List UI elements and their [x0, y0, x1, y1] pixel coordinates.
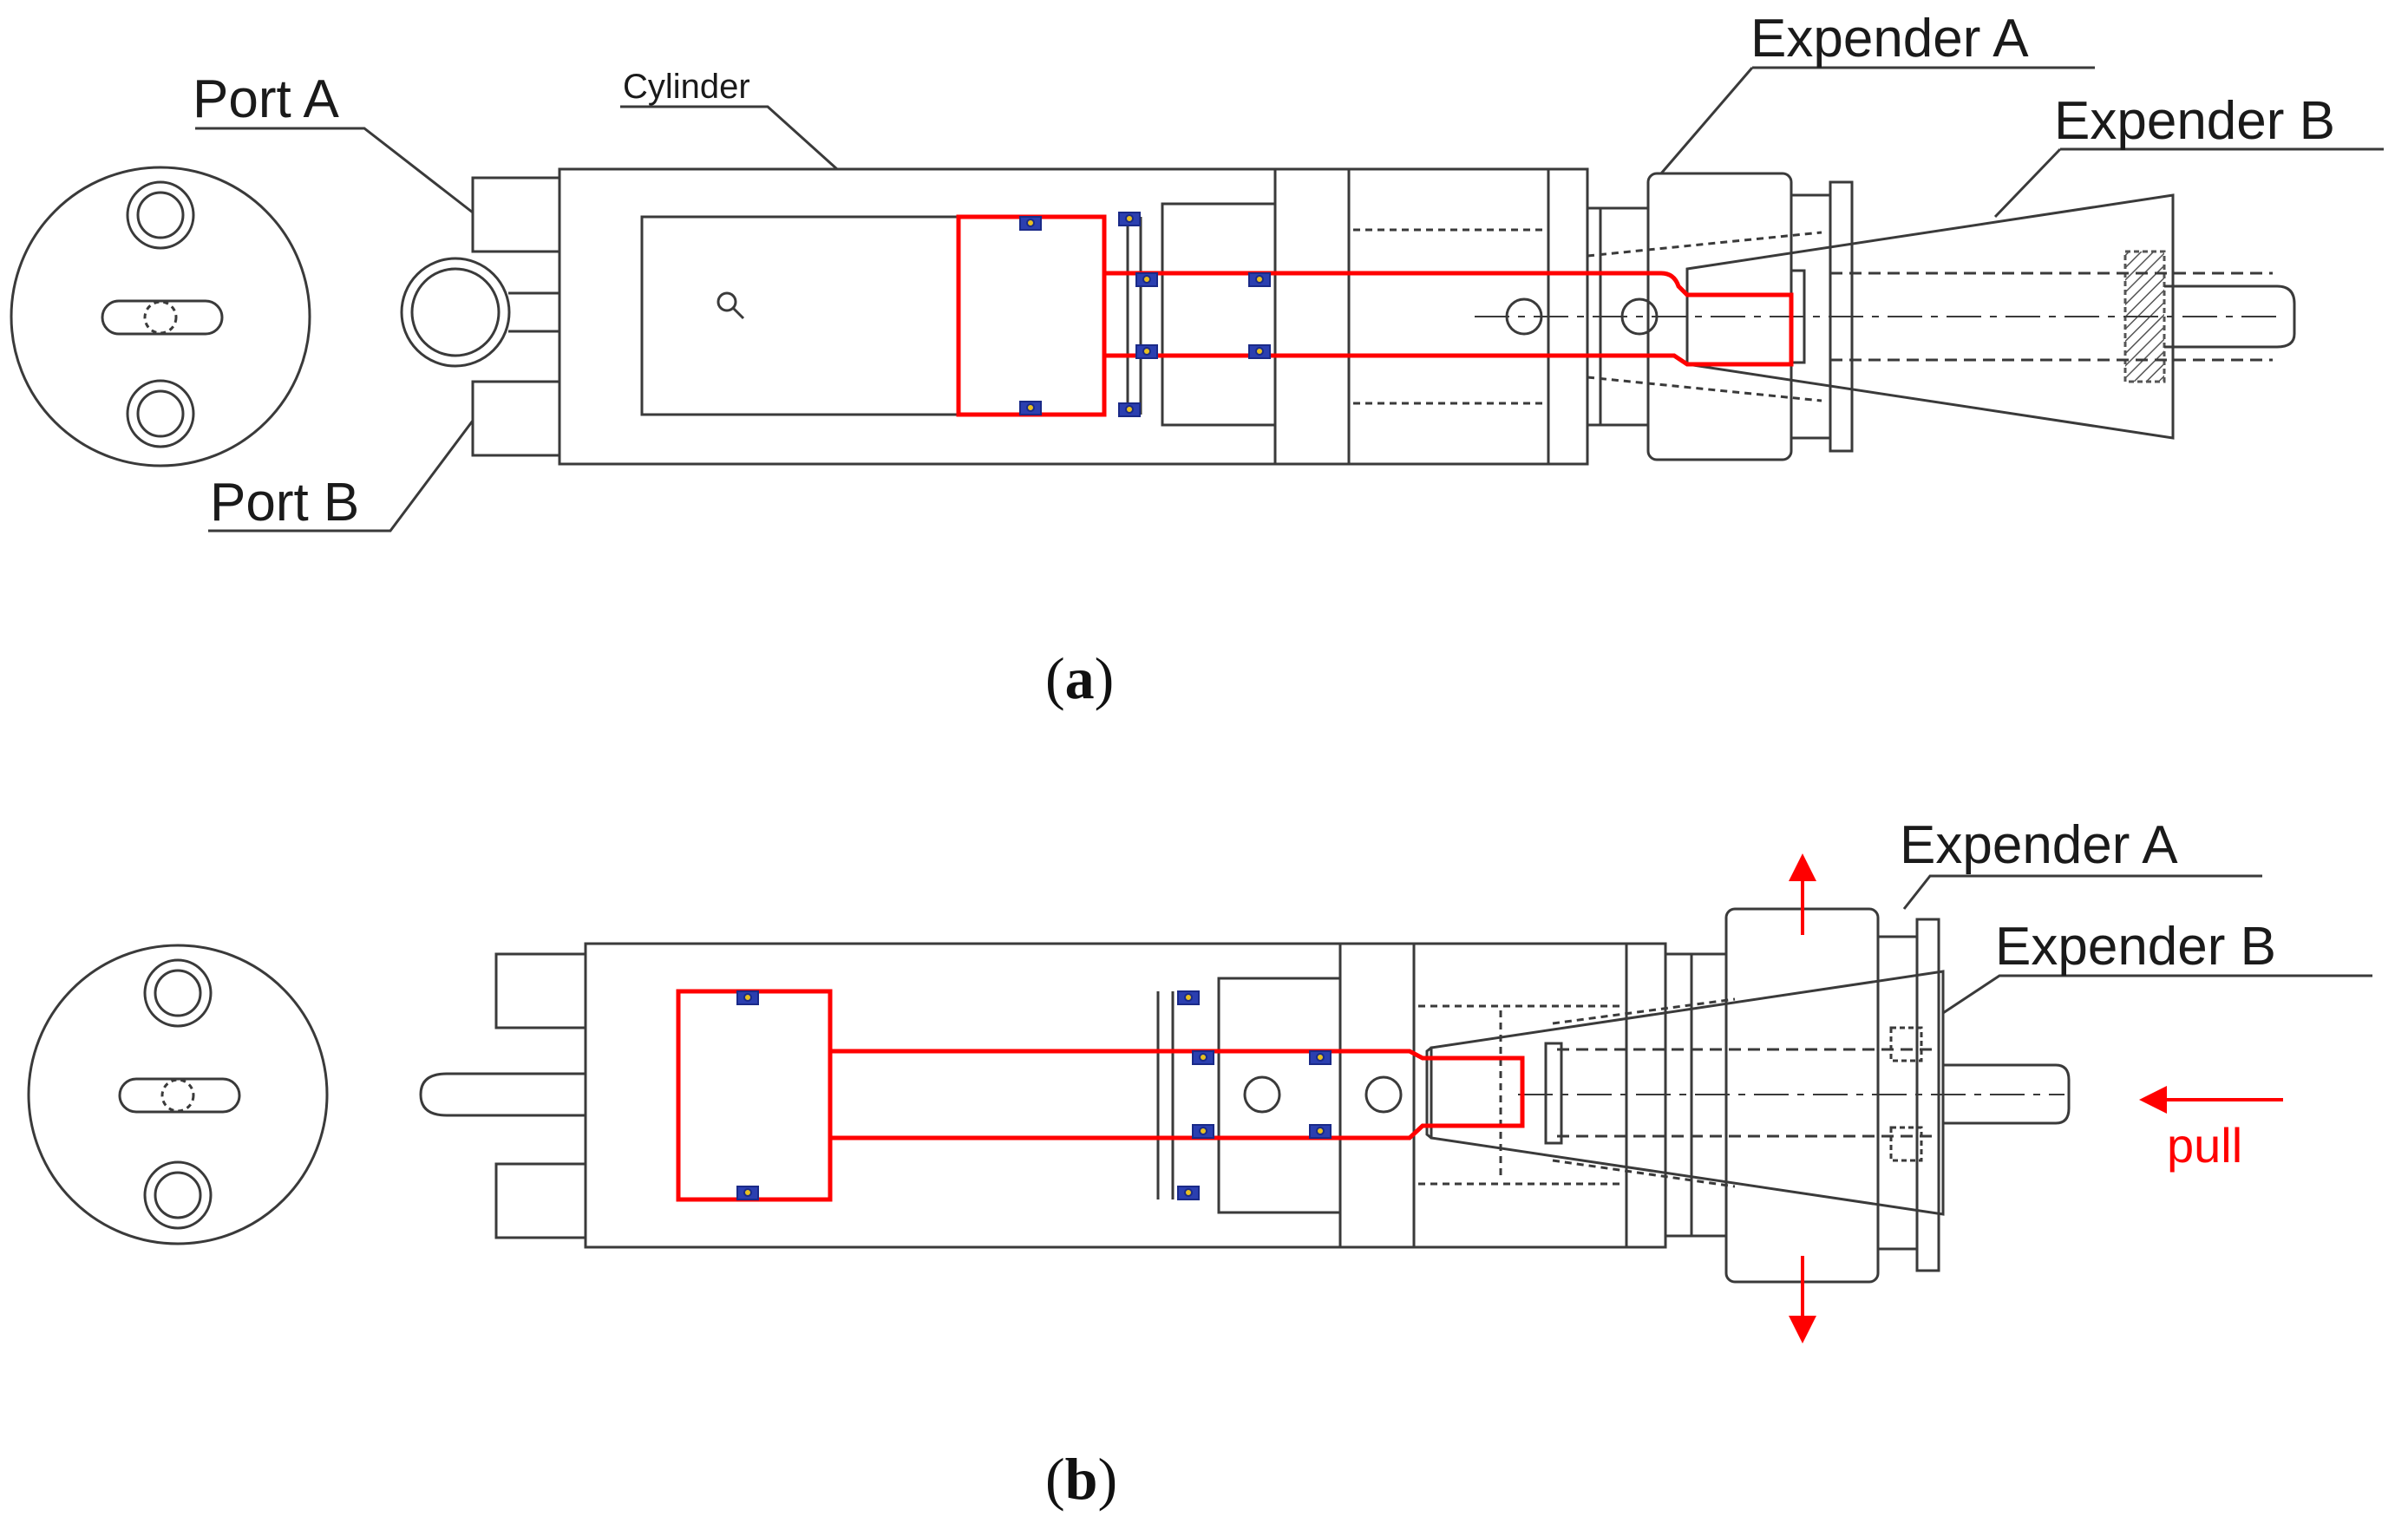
- seals-a: [1019, 212, 1271, 417]
- port-a-block: [471, 176, 561, 253]
- gland-block: [1161, 202, 1277, 427]
- panel-b: [27, 874, 2372, 1284]
- seal: [736, 990, 759, 1005]
- label-expender-b-bottom: Expender B: [1995, 917, 2276, 977]
- piston-head-b: [676, 989, 833, 1202]
- seal: [1309, 1124, 1332, 1139]
- caption-b: (b): [1045, 1446, 1117, 1512]
- label-expender-a-top: Expender A: [1750, 9, 2029, 69]
- caption-a: (a): [1045, 645, 1114, 711]
- seal: [1309, 1050, 1332, 1065]
- shaft-tip: [2164, 284, 2296, 349]
- end-view-disc-a: [10, 166, 311, 467]
- cylinder-body: [558, 167, 1277, 466]
- leader-cylinder: [620, 105, 839, 171]
- seal: [1135, 344, 1158, 359]
- flange-block: [1273, 167, 1351, 466]
- port-b-block: [471, 380, 561, 457]
- seals-b: [736, 990, 1332, 1200]
- seal: [736, 1186, 759, 1200]
- swivel-ring: [400, 257, 559, 368]
- magnifier-icon: [717, 291, 745, 320]
- seal: [1019, 216, 1042, 231]
- expender-a-retainer-b: [1876, 935, 1919, 1251]
- leader-port-b: [208, 420, 474, 533]
- piston-rod-a: [1104, 271, 1794, 367]
- label-pull: pull: [2167, 1118, 2242, 1173]
- port-lower-block-b: [494, 1162, 587, 1239]
- seal: [1177, 1186, 1200, 1200]
- expender-b-cone: [1685, 193, 2175, 440]
- expender-b-cone-b: [1430, 970, 1945, 1216]
- end-view-disc-b: [27, 944, 329, 1245]
- label-cylinder: Cylinder: [623, 68, 750, 106]
- piston-rod-b: [830, 1049, 1525, 1141]
- shaft-tip-b: [1943, 1063, 2071, 1125]
- flange-block-b: [1338, 942, 1416, 1249]
- seal: [1248, 272, 1271, 287]
- panel-a: [10, 66, 2384, 533]
- seal: [1192, 1124, 1214, 1139]
- rear-stub: [419, 1072, 586, 1117]
- seal: [1019, 401, 1042, 415]
- seal: [1135, 272, 1158, 287]
- label-expender-b-top: Expender B: [2054, 91, 2335, 151]
- leader-expender-a-b: [1902, 874, 2262, 910]
- seal: [1177, 990, 1200, 1005]
- piston-head-a: [956, 214, 1107, 417]
- seal: [1118, 212, 1141, 226]
- cylinder-bore: [640, 215, 960, 416]
- label-port-b: Port B: [210, 473, 359, 533]
- seal: [1248, 344, 1271, 359]
- label-port-a: Port A: [193, 69, 340, 129]
- port-upper-block-b: [494, 952, 587, 1029]
- leader-port-a: [195, 127, 474, 214]
- seal: [1192, 1050, 1214, 1065]
- seal: [1118, 402, 1141, 417]
- piston-b: [676, 989, 1525, 1202]
- expansion-arrows: [1789, 853, 2283, 1343]
- label-expender-a-bottom: Expender A: [1900, 815, 2178, 875]
- leader-expender-b-b: [1942, 974, 2372, 1015]
